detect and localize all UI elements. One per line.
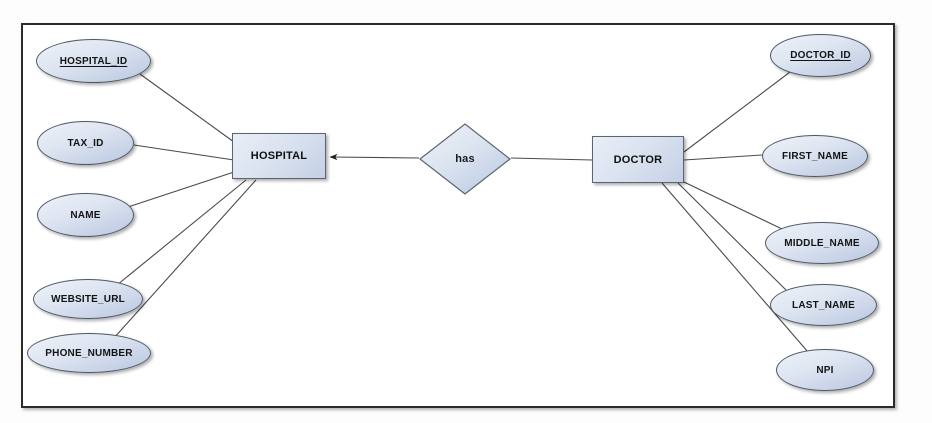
attribute-phone-number[interactable]: PHONE_NUMBER xyxy=(27,333,151,373)
entity-doctor-label: DOCTOR xyxy=(613,153,663,166)
entity-hospital[interactable]: HOSPITAL xyxy=(232,133,326,179)
entity-hospital-label: HOSPITAL xyxy=(250,150,308,162)
entity-doctor[interactable]: DOCTOR xyxy=(592,136,684,183)
attribute-doctor-id[interactable]: DOCTOR_ID xyxy=(770,34,871,77)
attribute-phone-number-label: PHONE_NUMBER xyxy=(45,347,133,359)
attribute-last-name[interactable]: LAST_NAME xyxy=(770,284,877,326)
diamond-shape xyxy=(419,123,511,195)
attribute-doctor-id-label: DOCTOR_ID xyxy=(790,50,851,61)
attribute-website-url[interactable]: WEBSITE_URL xyxy=(33,279,143,319)
attribute-tax-id-label: TAX_ID xyxy=(67,137,104,149)
attribute-hospital-id-label: HOSPITAL_ID xyxy=(59,55,128,67)
attribute-hospital-id[interactable]: HOSPITAL_ID xyxy=(36,39,151,83)
relationship-has-label: has xyxy=(455,153,475,165)
attribute-last-name-label: LAST_NAME xyxy=(792,299,855,311)
attribute-npi-label: NPI xyxy=(816,364,834,376)
attribute-first-name[interactable]: FIRST_NAME xyxy=(762,135,868,177)
relationship-has[interactable]: has xyxy=(419,123,511,195)
attribute-tax-id[interactable]: TAX_ID xyxy=(37,121,134,165)
attribute-name-label: NAME xyxy=(70,209,101,221)
attribute-first-name-label: FIRST_NAME xyxy=(782,150,848,162)
attribute-middle-name[interactable]: MIDDLE_NAME xyxy=(765,222,879,264)
attribute-npi[interactable]: NPI xyxy=(776,349,874,391)
diagram-frame xyxy=(21,23,895,408)
attribute-name[interactable]: NAME xyxy=(37,193,134,237)
attribute-middle-name-label: MIDDLE_NAME xyxy=(784,237,860,249)
attribute-website-url-label: WEBSITE_URL xyxy=(51,293,125,305)
